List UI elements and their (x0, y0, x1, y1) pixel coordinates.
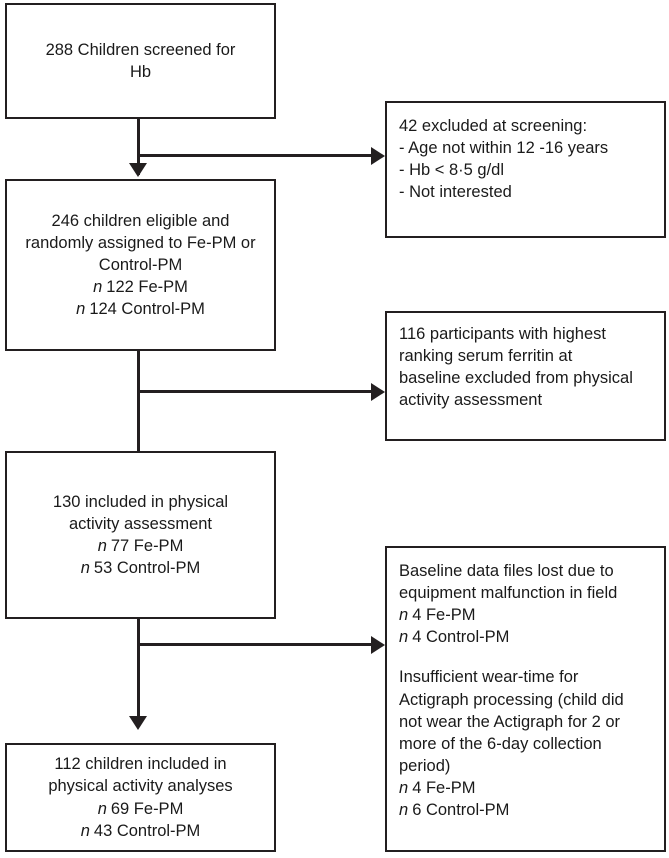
text-line: Hb (129, 63, 152, 81)
text-line: 4 Control-PM (399, 626, 656, 648)
connector-horizontal-1 (137, 154, 376, 157)
text-line: 43 Control-PM (7, 820, 274, 842)
text-line: 77 Fe-PM (7, 535, 274, 557)
arrowhead-right-1 (371, 147, 385, 165)
arrowhead-down-3 (129, 716, 147, 730)
flow-box-excluded-data-loss: Baseline data files lost due to equipmen… (385, 546, 666, 852)
text-line: equipment malfunction in field (399, 584, 618, 603)
text-line: ranking serum ferritin at (399, 347, 573, 366)
text-line: Insufficient wear-time for (399, 668, 579, 687)
text-line: Control-PM (98, 255, 183, 274)
text-line: 288 Children screened for (45, 40, 236, 59)
flow-box-excluded-ferritin-text: 116 participants with highest ranking se… (399, 323, 654, 411)
text-line: 130 included in physical (52, 492, 229, 511)
flow-box-included-assessment-text: 130 included in physical activity assess… (7, 491, 274, 579)
text-line: 6 Control-PM (399, 799, 656, 821)
text-line: - Age not within 12 -16 years (399, 139, 609, 158)
text-line: activity assessment (399, 391, 543, 410)
arrowhead-right-2 (371, 383, 385, 401)
flow-box-excluded-screening-text: 42 excluded at screening: - Age not with… (399, 115, 654, 203)
flow-box-excluded-ferritin: 116 participants with highest ranking se… (385, 311, 666, 441)
text-line: 124 Control-PM (7, 298, 274, 320)
text-line: Baseline data files lost due to (399, 562, 614, 580)
text-line: physical activity analyses (48, 777, 233, 796)
flow-box-randomised-text: 246 children eligible and randomly assig… (7, 210, 274, 321)
text-line: 112 children included in (54, 755, 227, 774)
text-line: 4 Fe-PM (399, 604, 656, 626)
text-line: 122 Fe-PM (7, 276, 274, 298)
flow-box-excluded-screening: 42 excluded at screening: - Age not with… (385, 101, 666, 238)
flow-box-excluded-data-loss-text: Baseline data files lost due to equipmen… (399, 560, 656, 821)
text-line: 69 Fe-PM (7, 798, 274, 820)
paragraph-spacer (399, 648, 656, 666)
text-line: 116 participants with highest (399, 325, 606, 343)
text-line: - Hb < 8·5 g/dl (399, 161, 505, 180)
text-line: Actigraph processing (child did (399, 690, 624, 709)
connector-horizontal-3 (137, 643, 376, 646)
arrowhead-down-1 (129, 163, 147, 177)
text-line: activity assessment (68, 514, 213, 533)
text-line: - Not interested (399, 183, 512, 202)
arrowhead-right-3 (371, 636, 385, 654)
flow-box-randomised: 246 children eligible and randomly assig… (5, 179, 276, 351)
connector-vertical-2 (137, 351, 140, 451)
text-line: 246 children eligible and (51, 211, 230, 230)
text-line: 53 Control-PM (7, 557, 274, 579)
connector-vertical-3 (137, 619, 140, 727)
flow-box-included-analyses: 112 children included in physical activi… (5, 743, 276, 852)
text-line: not wear the Actigraph for 2 or (399, 712, 621, 731)
connector-vertical-1 (137, 119, 140, 175)
connector-horizontal-2 (137, 390, 376, 393)
text-line: baseline excluded from physical (399, 369, 633, 388)
flow-box-screened: 288 Children screened for Hb (5, 3, 276, 119)
text-line: randomly assigned to Fe-PM or (25, 233, 256, 252)
flow-box-screened-text: 288 Children screened for Hb (7, 39, 274, 83)
text-line: 42 excluded at screening: (399, 117, 588, 135)
text-line: period) (399, 756, 451, 775)
flow-box-included-assessment: 130 included in physical activity assess… (5, 451, 276, 619)
flow-box-included-analyses-text: 112 children included in physical activi… (7, 753, 274, 841)
text-line: 4 Fe-PM (399, 777, 656, 799)
text-line: more of the 6-day collection (399, 734, 602, 753)
